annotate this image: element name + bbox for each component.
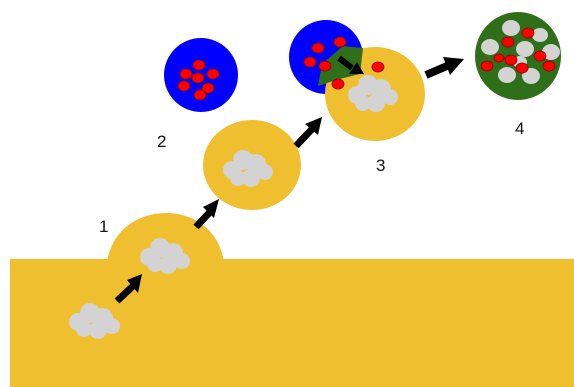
fusion-step-3: [289, 20, 425, 141]
step-label-3: 3: [376, 156, 385, 175]
cargo-cloud-step-3: [348, 75, 398, 112]
fusion-pore: [318, 46, 363, 86]
free-vesicle: [203, 120, 301, 210]
compartment-step-2: [164, 38, 238, 112]
compartment-step-4: [475, 12, 561, 100]
arrow-to-result: [424, 57, 464, 79]
step-label-4: 4: [515, 119, 524, 138]
cargo-cloud-bud: [140, 238, 190, 274]
particles-step-3: [303, 36, 385, 90]
arrow-to-fusion: [293, 117, 322, 149]
membrane-region: [10, 213, 574, 387]
arrow-fusion-release: [337, 55, 364, 74]
step-label-1: 1: [99, 217, 108, 236]
arrow-bud-out: [114, 274, 142, 304]
cargo-blobs-step-4: [481, 20, 560, 84]
arrow-to-free-vesicle: [193, 199, 219, 230]
cargo-cloud-slab: [69, 303, 120, 339]
cargo-cloud-free-vesicle: [223, 150, 273, 187]
particles-step-4: [480, 27, 556, 74]
step-label-2: 2: [157, 132, 166, 151]
particles-step-2: [177, 59, 220, 101]
